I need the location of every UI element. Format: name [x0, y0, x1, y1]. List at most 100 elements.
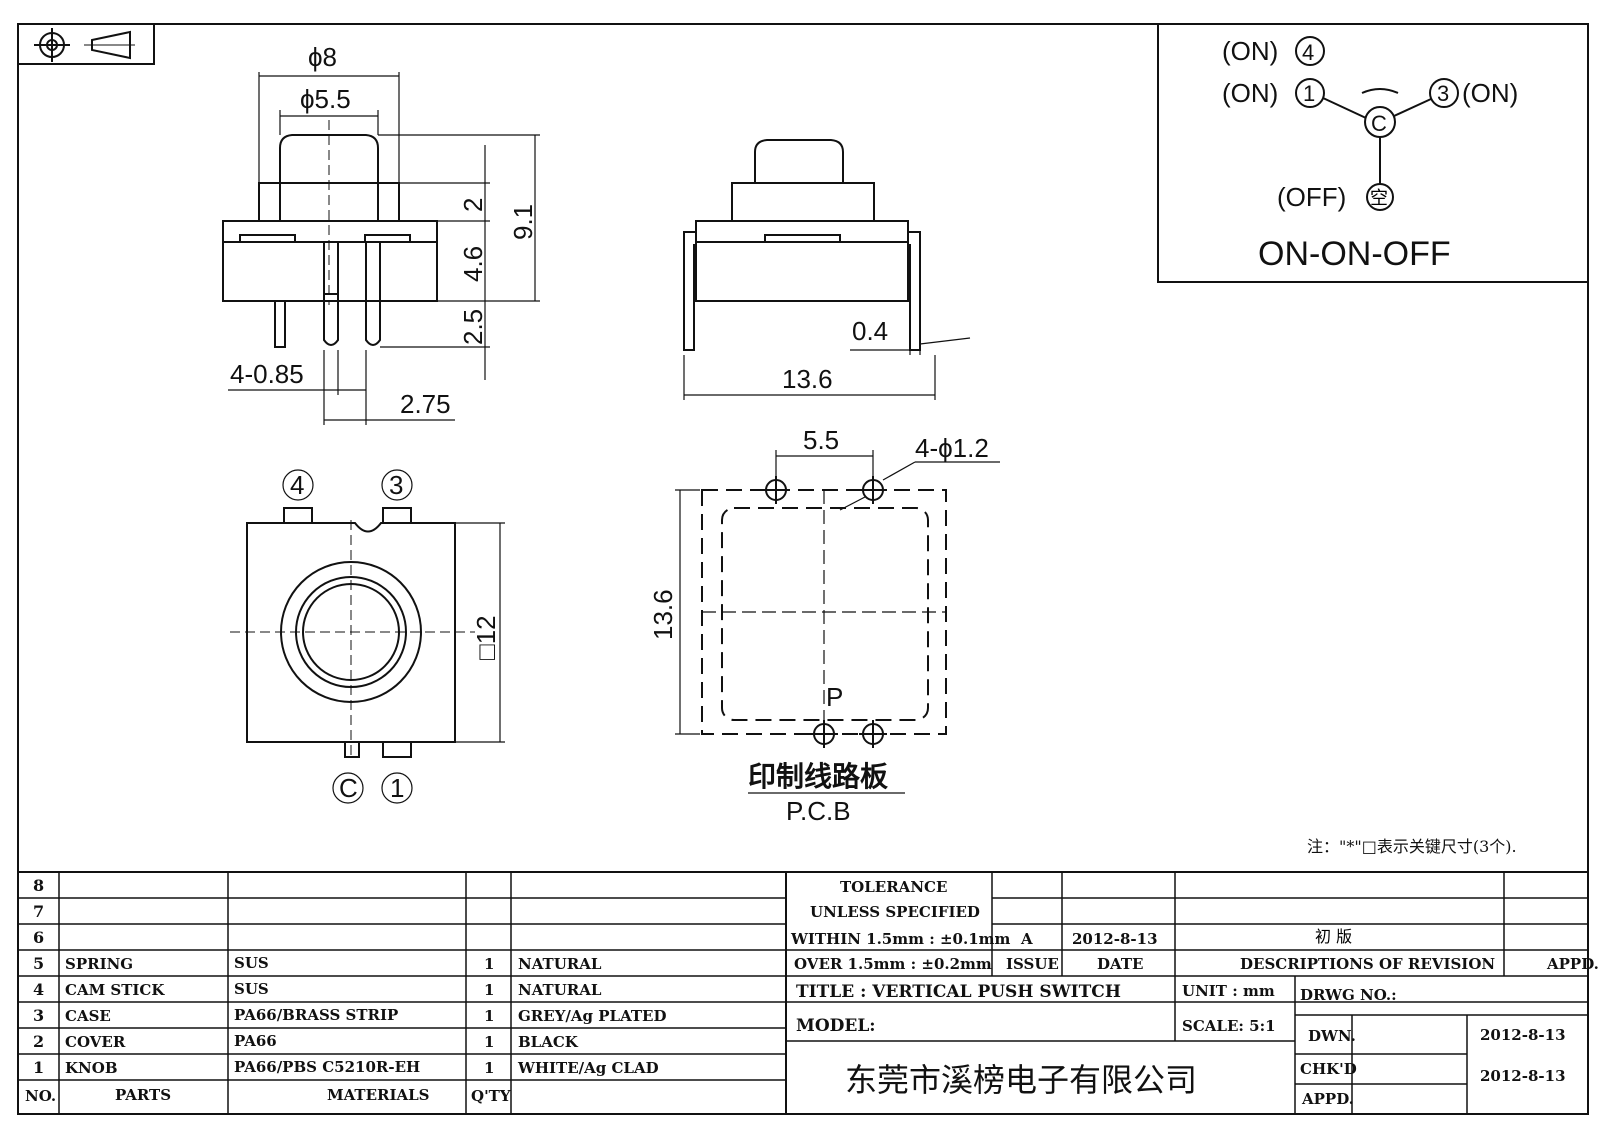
- company-name: 东莞市溪榜电子有限公司: [845, 1061, 1197, 1099]
- tolerance-line-3: WITHIN 1.5mm : ±0.1mm: [790, 930, 1011, 948]
- row-no: 7: [33, 902, 44, 921]
- row-no: 2: [33, 1032, 44, 1051]
- scale: SCALE: 5:1: [1182, 1017, 1276, 1035]
- dim-pcb-spacing: 5.5: [803, 425, 839, 455]
- side-view: [683, 139, 921, 351]
- row-finish: NATURAL: [518, 955, 602, 973]
- sch-mode: ON-ON-OFF: [1258, 235, 1451, 273]
- schematic-box: [1157, 24, 1588, 283]
- drawing-title: TITLE : VERTICAL PUSH SWITCH: [796, 982, 1121, 1002]
- sch-noff: 空: [1370, 188, 1388, 209]
- parts-table-rows: 8 7 6 5 SPRING SUS 1 NATURAL 4 CAM STICK…: [25, 876, 667, 1105]
- appd-label: APPD.: [1301, 1090, 1354, 1108]
- pcb-label-en: P.C.B: [786, 796, 851, 826]
- row-finish: GREY/Ag PLATED: [518, 1007, 667, 1025]
- row-no: 3: [33, 1006, 44, 1025]
- row-no: 8: [33, 876, 44, 895]
- front-view: [222, 120, 438, 348]
- model: MODEL:: [796, 1016, 876, 1036]
- sch-on-3: (ON): [1462, 78, 1518, 108]
- row-no: 5: [33, 954, 44, 973]
- row-qty: 1: [484, 955, 494, 973]
- sch-on-4: (ON): [1222, 36, 1278, 66]
- row-qty: 1: [484, 1007, 494, 1025]
- header-qty: Q'TY: [471, 1087, 511, 1105]
- dim-h-top: 2: [458, 198, 488, 212]
- chkd-date: 2012-8-13: [1480, 1067, 1566, 1085]
- row-finish: NATURAL: [518, 981, 602, 999]
- unit: UNIT : mm: [1182, 982, 1275, 1000]
- pcb-mark-p: P: [826, 682, 843, 712]
- sch-on-1: (ON): [1222, 78, 1278, 108]
- row-qty: 1: [484, 1059, 494, 1077]
- pcb-view: [701, 476, 947, 748]
- dwn-label: DWN.: [1308, 1027, 1356, 1045]
- tolerance-line-2: UNLESS SPECIFIED: [810, 903, 980, 921]
- desc-value: 初 版: [1315, 927, 1352, 946]
- row-qty: 1: [484, 1033, 494, 1051]
- dim-h-pin: 2.5: [458, 309, 488, 345]
- row-no: 1: [33, 1058, 44, 1077]
- row-material: PA66/BRASS STRIP: [234, 1006, 398, 1024]
- header-materials: MATERIALS: [327, 1086, 430, 1104]
- pin-label-3: 3: [389, 470, 403, 500]
- row-material: SUS: [234, 954, 269, 972]
- dim-pcb-size: 13.6: [648, 589, 678, 640]
- dim-pin-width: 4-0.85: [230, 359, 304, 389]
- row-finish: BLACK: [518, 1033, 579, 1051]
- header-parts: PARTS: [115, 1086, 171, 1104]
- row-part: CAM STICK: [65, 981, 165, 999]
- sch-nc: C: [1371, 111, 1387, 136]
- row-material: PA66/PBS C5210R-EH: [234, 1058, 420, 1076]
- sch-n3: 3: [1437, 81, 1449, 106]
- pcb-label-cn: 印制线路板: [748, 760, 888, 793]
- front-view-dimensions: [228, 72, 540, 425]
- drawing-note: 注："*"□表示关键尺寸(3个).: [1307, 837, 1517, 856]
- row-no: 4: [33, 980, 44, 999]
- row-material: PA66: [234, 1032, 277, 1050]
- pcb-view-dimensions: [675, 450, 1000, 794]
- issue-value: A: [1020, 930, 1033, 948]
- tolerance-line-4: OVER 1.5mm : ±0.2mm: [794, 955, 992, 973]
- tolerance-line-1: TOLERANCE: [840, 878, 947, 896]
- dim-h-body: 4.6: [458, 246, 488, 282]
- dim-phi5-5: ϕ5.5: [300, 84, 351, 114]
- row-part: COVER: [65, 1033, 126, 1051]
- issue-header: ISSUE: [1006, 955, 1059, 973]
- bottom-view: [230, 507, 475, 760]
- row-part: CASE: [65, 1007, 111, 1025]
- row-qty: 1: [484, 981, 494, 999]
- parts-table-grid: [18, 871, 1588, 1114]
- pin-label-1: 1: [390, 773, 404, 803]
- desc-header: DESCRIPTIONS OF REVISION: [1240, 955, 1495, 973]
- sch-n1: 1: [1303, 81, 1315, 106]
- date-value: 2012-8-13: [1072, 930, 1158, 948]
- dim-bottom-size: □12: [471, 615, 501, 660]
- chkd-label: CHK'D: [1300, 1060, 1357, 1078]
- pin-label-c: C: [339, 773, 358, 803]
- date-header: DATE: [1097, 955, 1143, 973]
- sch-n4: 4: [1302, 40, 1314, 65]
- dim-h-total: 9.1: [508, 204, 538, 240]
- row-no: 6: [33, 928, 44, 947]
- row-finish: WHITE/Ag CLAD: [517, 1059, 659, 1077]
- dwn-date: 2012-8-13: [1480, 1026, 1566, 1044]
- projection-symbol-icon: [17, 23, 155, 65]
- dim-pin-pitch: 2.75: [400, 389, 451, 419]
- row-material: SUS: [234, 980, 269, 998]
- sheet-border: [17, 23, 1589, 1115]
- side-view-dimensions: [683, 330, 971, 400]
- header-no: NO.: [25, 1087, 56, 1105]
- appd-header: APPD.: [1546, 955, 1599, 973]
- dim-side-width: 13.6: [782, 364, 833, 394]
- drawing-number: DRWG NO.:: [1300, 986, 1397, 1004]
- row-part: KNOB: [65, 1059, 118, 1077]
- sch-off: (OFF): [1277, 182, 1346, 212]
- pin-label-4: 4: [290, 470, 304, 500]
- row-part: SPRING: [65, 955, 133, 973]
- dim-pcb-holes: 4-ϕ1.2: [915, 433, 989, 463]
- title-block: TOLERANCE UNLESS SPECIFIED WITHIN 1.5mm …: [790, 878, 1599, 1108]
- bottom-view-dimensions: [282, 469, 505, 804]
- dim-phi8: ϕ8: [308, 42, 337, 72]
